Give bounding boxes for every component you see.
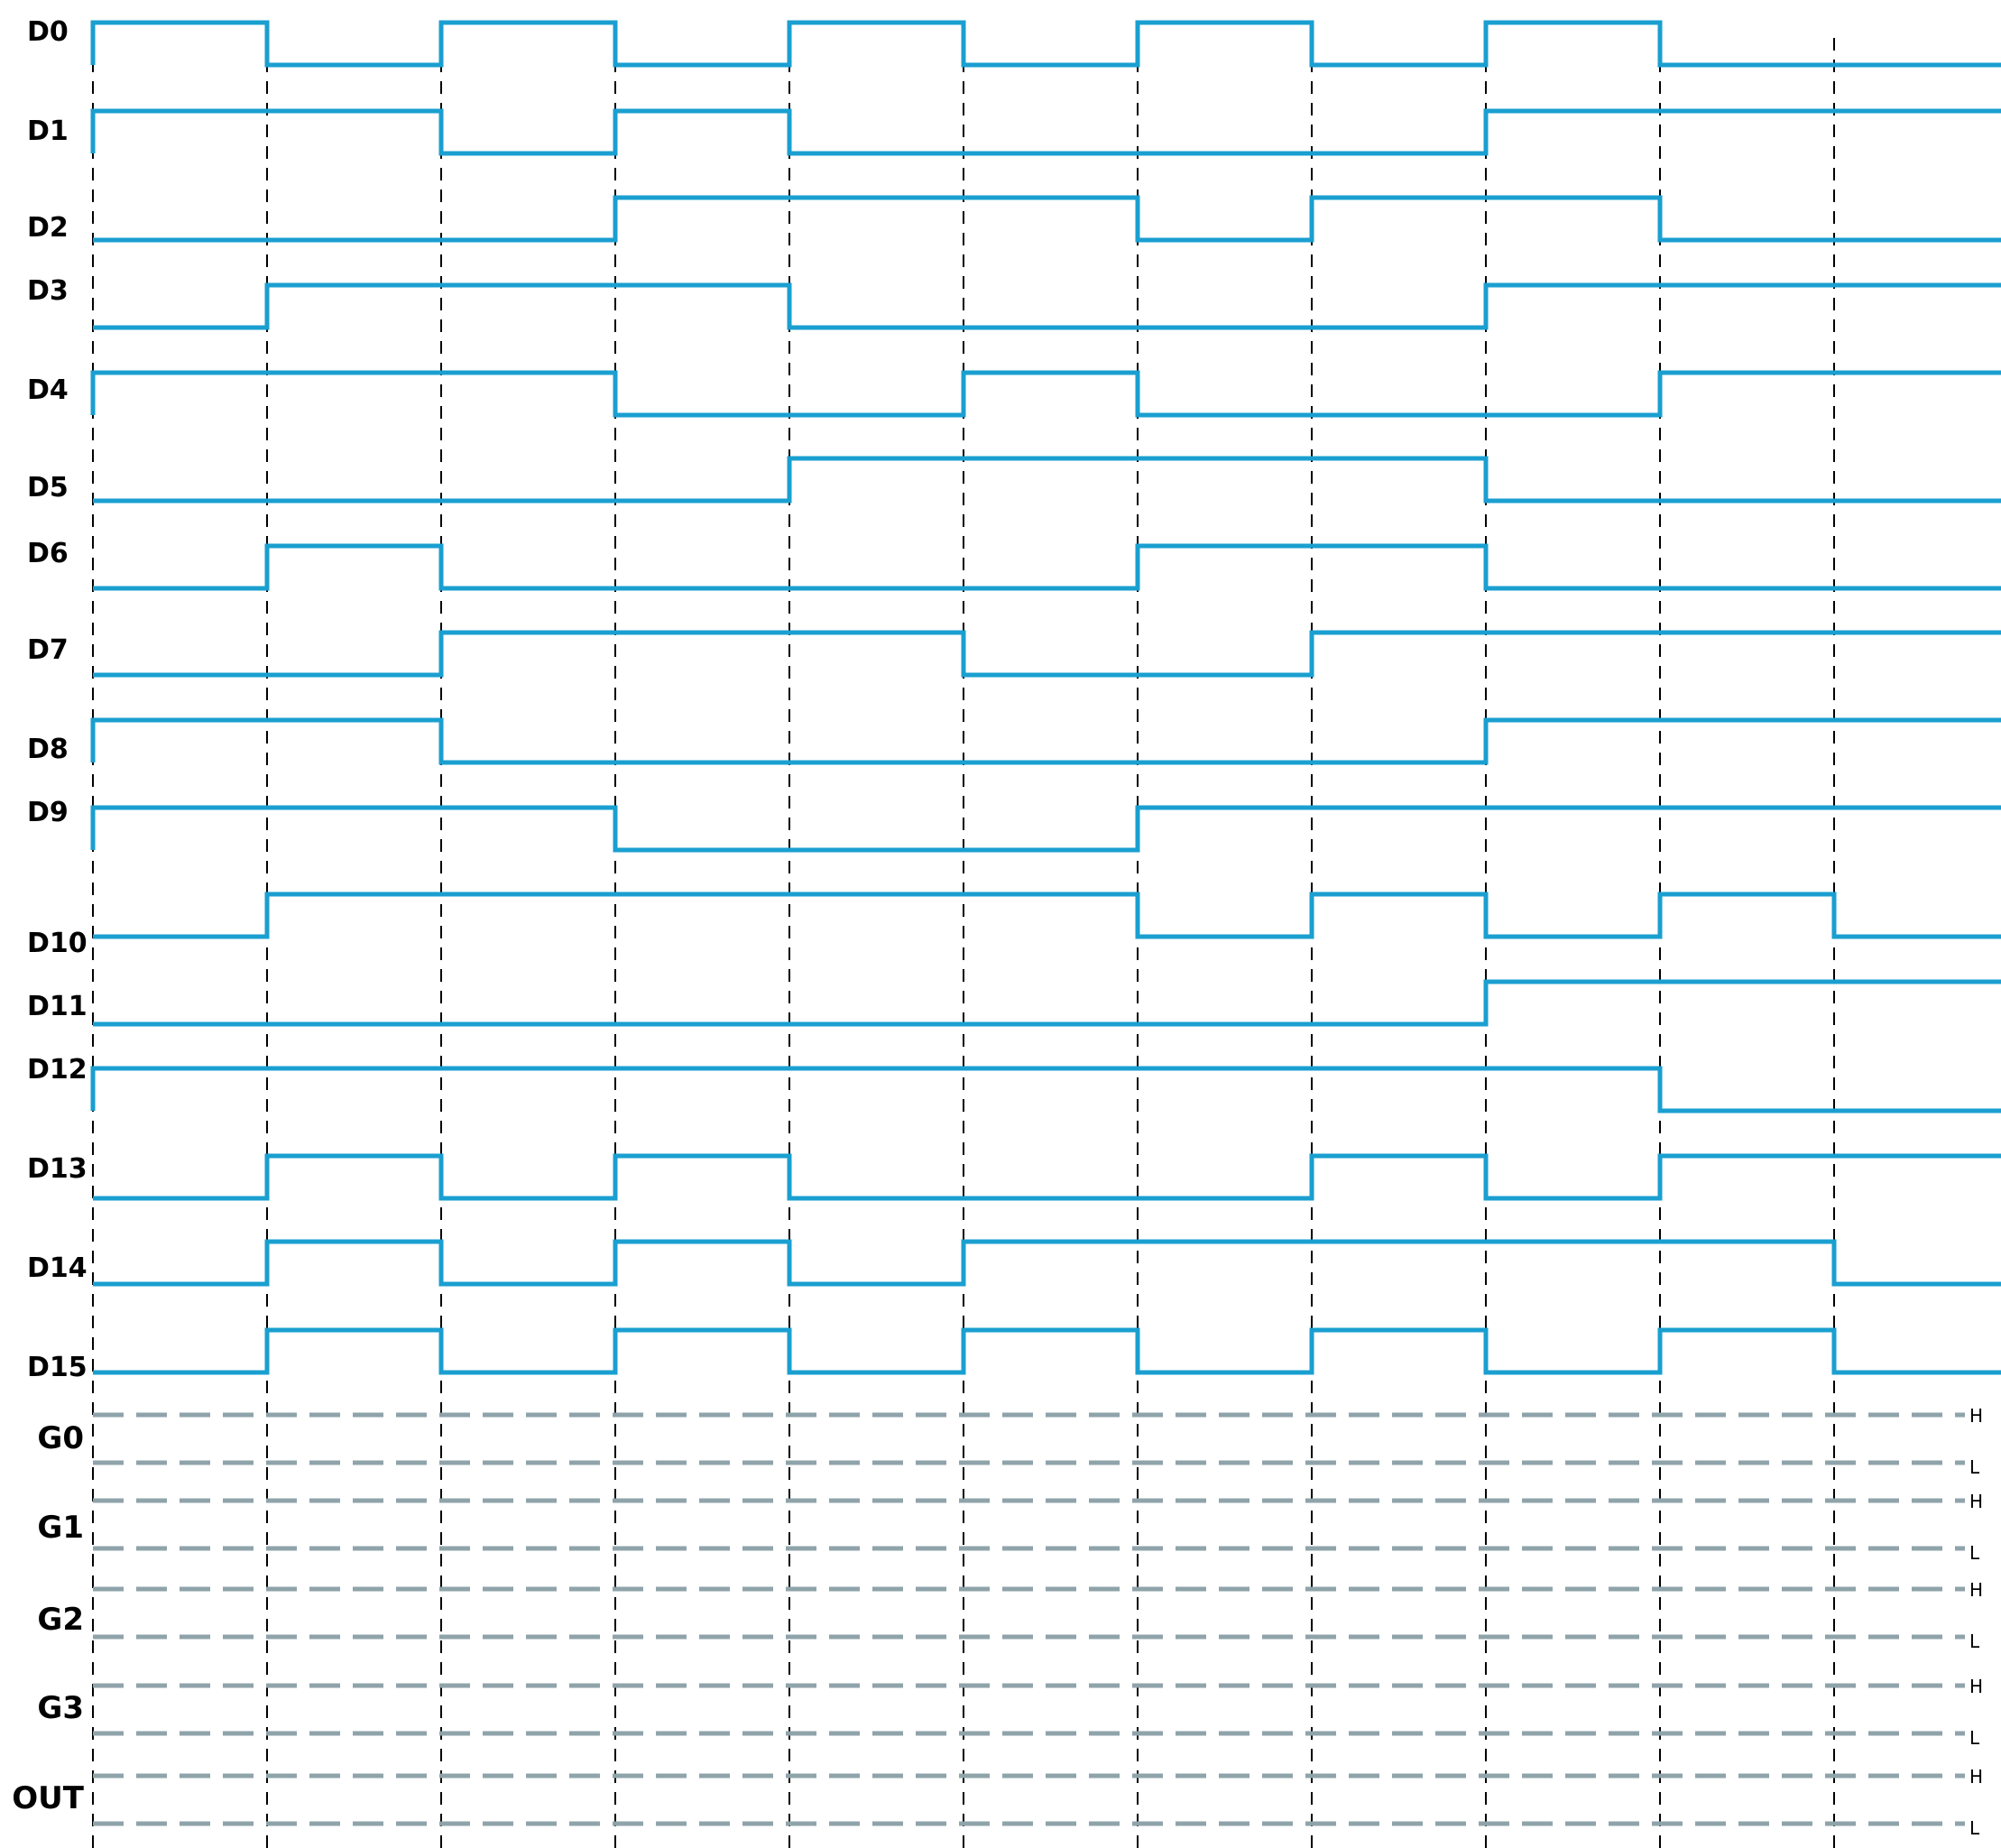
group-label: G2: [37, 1602, 84, 1638]
low-level-label: L: [1969, 1727, 1980, 1749]
signal-label: D6: [27, 538, 69, 569]
signal-label: D11: [27, 991, 88, 1022]
signal-label: D4: [27, 374, 69, 406]
signal-label: D5: [27, 472, 69, 504]
signal-label: D15: [27, 1352, 88, 1383]
low-level-label: L: [1969, 1542, 1980, 1564]
waveform-d9: [90, 805, 2001, 853]
high-level-label: H: [1969, 1579, 1983, 1601]
waveform-d11: [93, 979, 2001, 1027]
waveform-d0: [90, 20, 2001, 68]
waveform-d10: [93, 892, 2001, 939]
signal-label: D14: [27, 1252, 88, 1284]
signal-label: D2: [27, 212, 69, 244]
waveform-d5: [93, 456, 2001, 504]
group-label: G1: [37, 1510, 84, 1546]
high-level-label: H: [1969, 1491, 1983, 1512]
signal-label: D0: [27, 16, 69, 48]
waveform-d8: [90, 717, 2001, 765]
low-level-label: L: [1969, 1456, 1980, 1478]
waveform-d12: [90, 1066, 2001, 1113]
signal-label: D1: [27, 116, 69, 147]
waveform-d7: [93, 630, 2001, 678]
signal-label: D8: [27, 734, 69, 765]
low-level-label: L: [1969, 1817, 1980, 1839]
high-level-label: H: [1969, 1766, 1983, 1788]
waveform-d4: [90, 370, 2001, 418]
signal-label: D7: [27, 634, 69, 666]
group-label: G3: [37, 1690, 84, 1726]
signal-label: D10: [27, 928, 88, 959]
waveform-d14: [93, 1239, 2001, 1287]
high-level-label: H: [1969, 1676, 1983, 1697]
group-label: G0: [37, 1420, 84, 1456]
waveform-d6: [93, 543, 2001, 591]
waveform-d2: [93, 195, 2001, 243]
signal-label: D13: [27, 1153, 88, 1185]
signal-label: D9: [27, 797, 69, 828]
waveform-d13: [93, 1153, 2001, 1201]
waveform-d1: [90, 108, 2001, 156]
waveform-d15: [93, 1327, 2001, 1375]
clock-gridlines: [92, 38, 1835, 1848]
signal-label: D12: [27, 1054, 88, 1086]
high-level-label: H: [1969, 1405, 1983, 1427]
low-level-label: L: [1969, 1631, 1980, 1652]
signal-label: D3: [27, 275, 69, 307]
waveform-d3: [93, 282, 2001, 330]
group-label: OUT: [12, 1780, 85, 1816]
